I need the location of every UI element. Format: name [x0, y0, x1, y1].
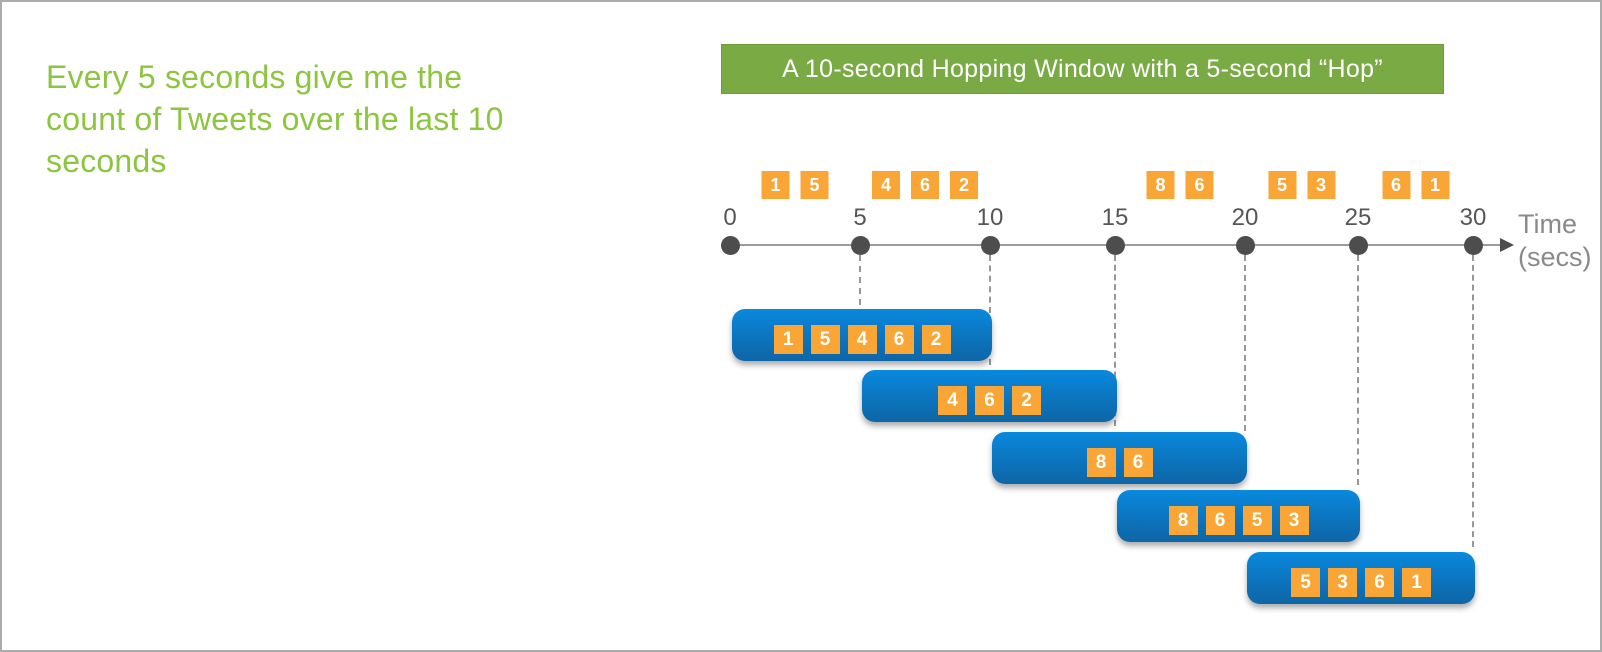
tick-label: 5 [853, 204, 867, 231]
window-event-box: 1 [773, 325, 803, 354]
timeline-dot [1106, 236, 1125, 255]
window-event-box: 2 [921, 325, 951, 354]
event-box: 8 [1146, 171, 1175, 199]
event-box: 5 [1268, 171, 1296, 199]
window-event-box: 4 [847, 325, 877, 354]
window-event-box: 8 [1086, 448, 1116, 477]
tick-dashed-line [1114, 255, 1116, 426]
tick-label: 30 [1459, 204, 1487, 231]
timeline-dot [1236, 236, 1255, 255]
timeline-dot [1464, 236, 1483, 255]
event-box: 2 [950, 171, 978, 199]
tick-dashed-line [1244, 255, 1246, 431]
axis-unit-label: Time (secs) [1518, 208, 1592, 274]
tick-label: 0 [723, 204, 737, 231]
window-event-box: 5 [1291, 568, 1320, 597]
timeline-dot [1349, 236, 1368, 255]
tick-dashed-line [1357, 255, 1359, 485]
event-box: 1 [1421, 171, 1449, 199]
tick-label: 20 [1231, 204, 1259, 231]
window-event-box: 5 [1242, 506, 1272, 535]
timeline-dot [851, 236, 870, 255]
window-event-box: 1 [1402, 568, 1431, 597]
axis-unit-label-line: (secs) [1518, 242, 1592, 272]
query-description-line: seconds [46, 143, 167, 179]
event-box: 3 [1307, 171, 1335, 199]
tick-dashed-line [1472, 255, 1474, 547]
tick-dashed-line [989, 255, 991, 365]
window-event-box: 6 [1365, 568, 1394, 597]
window-event-box: 3 [1279, 506, 1309, 535]
window-event-box: 5 [810, 325, 840, 354]
window-event-box: 8 [1168, 506, 1198, 535]
window-event-box: 6 [975, 386, 1004, 415]
event-box: 1 [761, 171, 790, 199]
timeline-arrowhead-icon [1500, 238, 1514, 252]
query-description: Every 5 seconds give me the count of Twe… [46, 56, 504, 182]
window-event-box: 6 [1123, 448, 1153, 477]
event-box: 6 [1382, 171, 1410, 199]
event-box: 5 [800, 171, 829, 199]
event-box: 6 [1185, 171, 1214, 199]
title-banner: A 10-second Hopping Window with a 5-seco… [721, 44, 1444, 94]
window-event-box: 4 [938, 386, 967, 415]
tick-label: 25 [1344, 204, 1372, 231]
timeline-dot [721, 236, 740, 255]
window-event-box: 3 [1328, 568, 1357, 597]
tick-label: 15 [1101, 204, 1129, 231]
query-description-line: Every 5 seconds give me the [46, 59, 463, 95]
tick-dashed-line [859, 255, 861, 305]
timeline-dot [981, 236, 1000, 255]
tick-label: 10 [976, 204, 1004, 231]
title-banner-text: A 10-second Hopping Window with a 5-seco… [782, 54, 1383, 83]
event-box: 4 [872, 171, 900, 199]
window-event-box: 2 [1012, 386, 1041, 415]
event-box: 6 [911, 171, 939, 199]
axis-unit-label-line: Time [1518, 209, 1577, 239]
window-event-box: 6 [1205, 506, 1235, 535]
window-event-box: 6 [884, 325, 914, 354]
query-description-line: count of Tweets over the last 10 [46, 101, 504, 137]
